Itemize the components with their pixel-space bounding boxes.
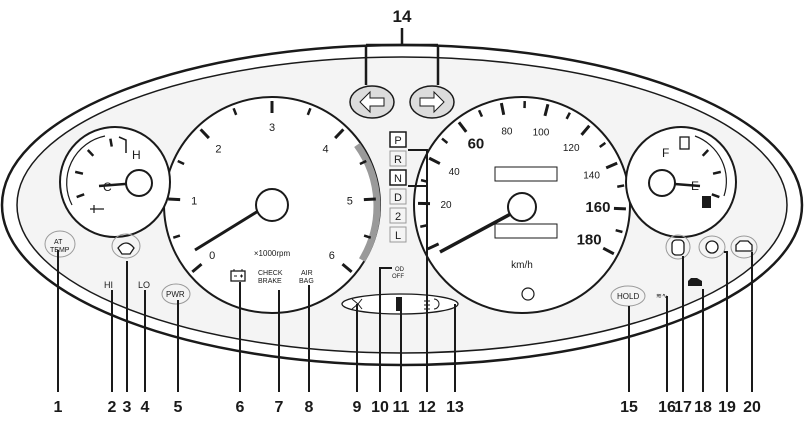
battery-charge-warning-icon (231, 269, 245, 281)
tachometer-tick-label: 3 (269, 122, 275, 134)
temperature-gauge-hub (126, 170, 152, 196)
callout-label-12: 12 (418, 399, 436, 416)
callout-label-4: 4 (141, 399, 150, 416)
gear-position-label: D (394, 192, 402, 204)
power-mode-indicator: PWR (166, 290, 185, 299)
callout-label-19: 19 (718, 399, 736, 416)
callout-label-3: 3 (123, 399, 132, 416)
tachometer-tick (364, 199, 376, 200)
speedometer-tick-label: 40 (449, 167, 461, 178)
fuel-gauge-full-label: F (662, 146, 669, 160)
high-beam-indicator: HI (104, 280, 113, 290)
gear-position-label: R (394, 154, 402, 166)
gear-position-label: L (395, 230, 401, 242)
callout-label-15: 15 (620, 399, 638, 416)
callout-label-7: 7 (275, 399, 284, 416)
tachometer-hub (256, 189, 288, 221)
callout-label-17: 17 (674, 399, 692, 416)
callout-label-13: 13 (446, 399, 464, 416)
temperature-gauge-low-label: C (103, 180, 112, 194)
fuel-gauge: F E (626, 127, 736, 237)
callout-label-18: 18 (694, 399, 712, 416)
gear-position-label: 2 (395, 211, 401, 223)
speedometer-hub (508, 193, 536, 221)
callout-label-5: 5 (174, 399, 183, 416)
gear-position-label: N (394, 173, 402, 185)
tachometer-tick-label: 0 (209, 250, 215, 262)
speedometer-tick (616, 230, 623, 232)
speedometer-tick-label: 120 (563, 143, 580, 154)
callout-label-11: 11 (393, 399, 410, 416)
tachometer-tick-label: 4 (322, 143, 328, 155)
tachometer-tick-label: 5 (347, 195, 353, 207)
speedometer: 20 40 60 80 100 120 140 160 180 km/h (414, 97, 630, 313)
temperature-gauge: H C (60, 127, 170, 237)
callout-label-2: 2 (108, 399, 117, 416)
callout-leader-3 (126, 262, 127, 392)
left-turn-signal-icon (350, 86, 394, 118)
temperature-gauge-high-label: H (132, 148, 141, 162)
speedometer-tick-label: 60 (468, 136, 485, 153)
right-turn-signal-icon (410, 86, 454, 118)
tachometer-tick-label: 1 (191, 195, 197, 207)
temperature-gauge-tick (110, 139, 111, 147)
trip-meter-display (495, 224, 557, 238)
callout-label-10: 10 (371, 399, 389, 416)
speedometer-tick (617, 185, 624, 186)
callout-label-14: 14 (393, 7, 412, 26)
tachometer-tick-label: 2 (215, 143, 221, 155)
tachometer-tick-label: 6 (329, 250, 335, 262)
callout-label-6: 6 (236, 399, 245, 416)
tachometer-unit-label: ×1000rpm (254, 249, 291, 258)
speedometer-tick-label: 20 (440, 200, 452, 211)
callout-label-9: 9 (353, 399, 362, 416)
trip-reset-knob-icon (522, 288, 534, 300)
speedometer-tick-label: 100 (533, 127, 550, 138)
gear-position-label: P (394, 135, 401, 147)
callout-label-20: 20 (743, 399, 761, 416)
speedometer-tick-label: 80 (501, 127, 513, 138)
speedometer-tick-label: 140 (583, 170, 600, 181)
callout-label-8: 8 (305, 399, 314, 416)
hold-mode-indicator: HOLD (617, 292, 639, 301)
callout-label-1: 1 (54, 399, 63, 416)
low-beam-indicator: LO (138, 280, 150, 290)
speedometer-unit-label: km/h (511, 260, 533, 271)
tachometer-tick (168, 199, 180, 200)
fuel-gauge-hub (649, 170, 675, 196)
speedometer-tick-label: 160 (585, 199, 610, 216)
odometer-display (495, 167, 557, 181)
speedometer-tick-label: 180 (577, 232, 602, 249)
